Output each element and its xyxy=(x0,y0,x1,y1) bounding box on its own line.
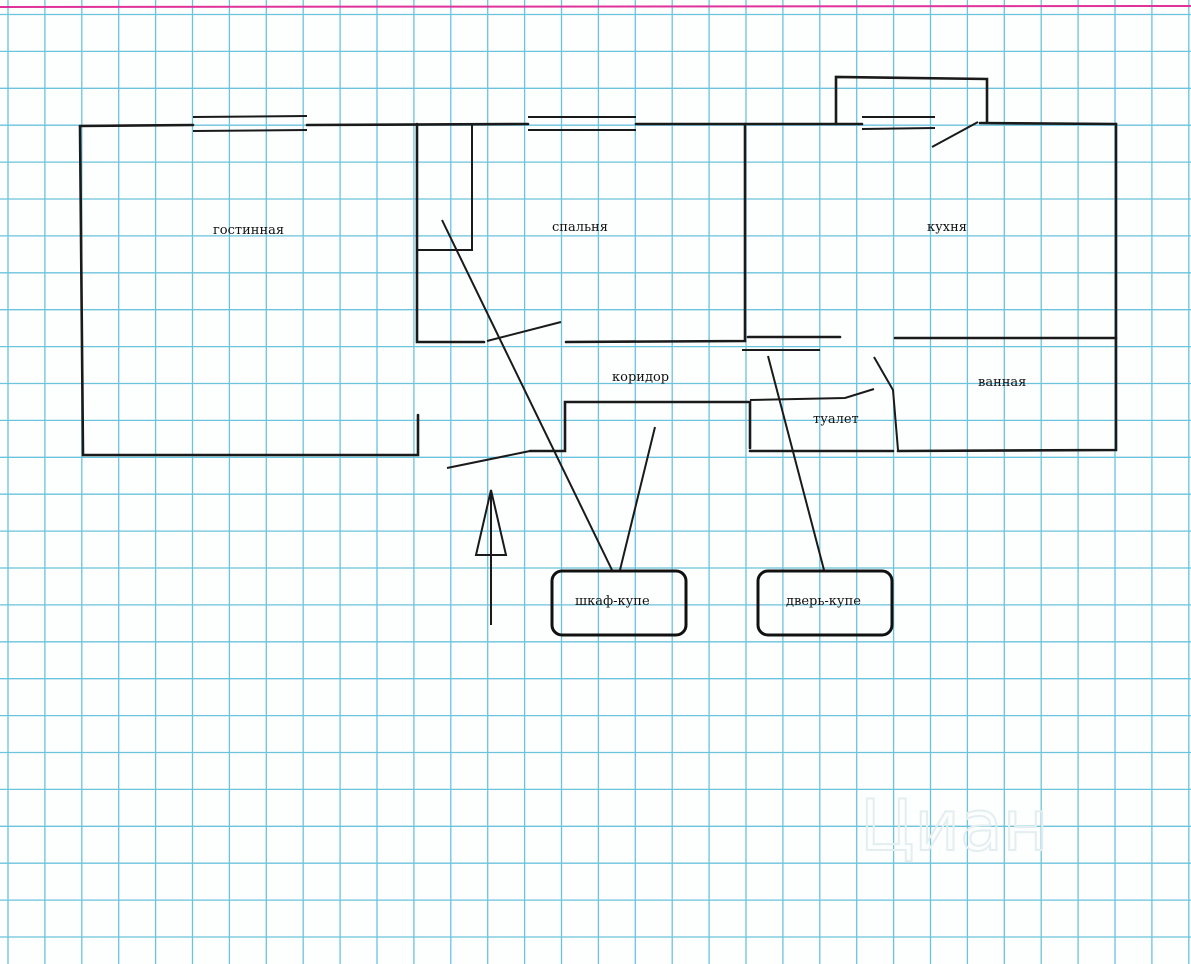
room-label-bathroom: ванная xyxy=(978,375,1026,390)
entrance-door xyxy=(446,450,531,469)
room-label-living-room: гостинная xyxy=(213,223,284,238)
room-label-kitchen: кухня xyxy=(927,220,967,235)
callout-label-sliding-door: дверь-купе xyxy=(786,594,861,609)
outer-wall-left-bottom xyxy=(78,124,420,457)
entrance-arrow-icon xyxy=(474,489,508,625)
window-kitchen xyxy=(861,116,936,130)
sliding-door-callout-box xyxy=(756,569,894,637)
toilet-wall-door xyxy=(749,388,875,401)
sliding-door-leader-line xyxy=(767,355,825,571)
room-label-toilet: туалет xyxy=(813,412,859,427)
room-label-bedroom: спальня xyxy=(552,220,608,235)
callout-label-wardrobe: шкаф-купе xyxy=(575,594,650,609)
balcony xyxy=(834,75,989,126)
margin-line xyxy=(0,5,1191,8)
wardrobe-bedroom xyxy=(417,124,473,251)
wardrobe-callout-box xyxy=(550,569,688,637)
wardrobe-leader-lines xyxy=(441,219,656,571)
wall-bedroom-corridor xyxy=(564,122,747,344)
room-label-corridor: коридор xyxy=(612,370,669,385)
wall-living-bedroom xyxy=(415,122,486,344)
window-living-room xyxy=(192,115,308,132)
watermark: Циан xyxy=(860,785,1049,867)
balcony-door xyxy=(931,121,979,148)
walls xyxy=(78,75,1118,469)
bathroom-door-wall xyxy=(873,356,899,451)
window-bedroom xyxy=(528,116,636,131)
